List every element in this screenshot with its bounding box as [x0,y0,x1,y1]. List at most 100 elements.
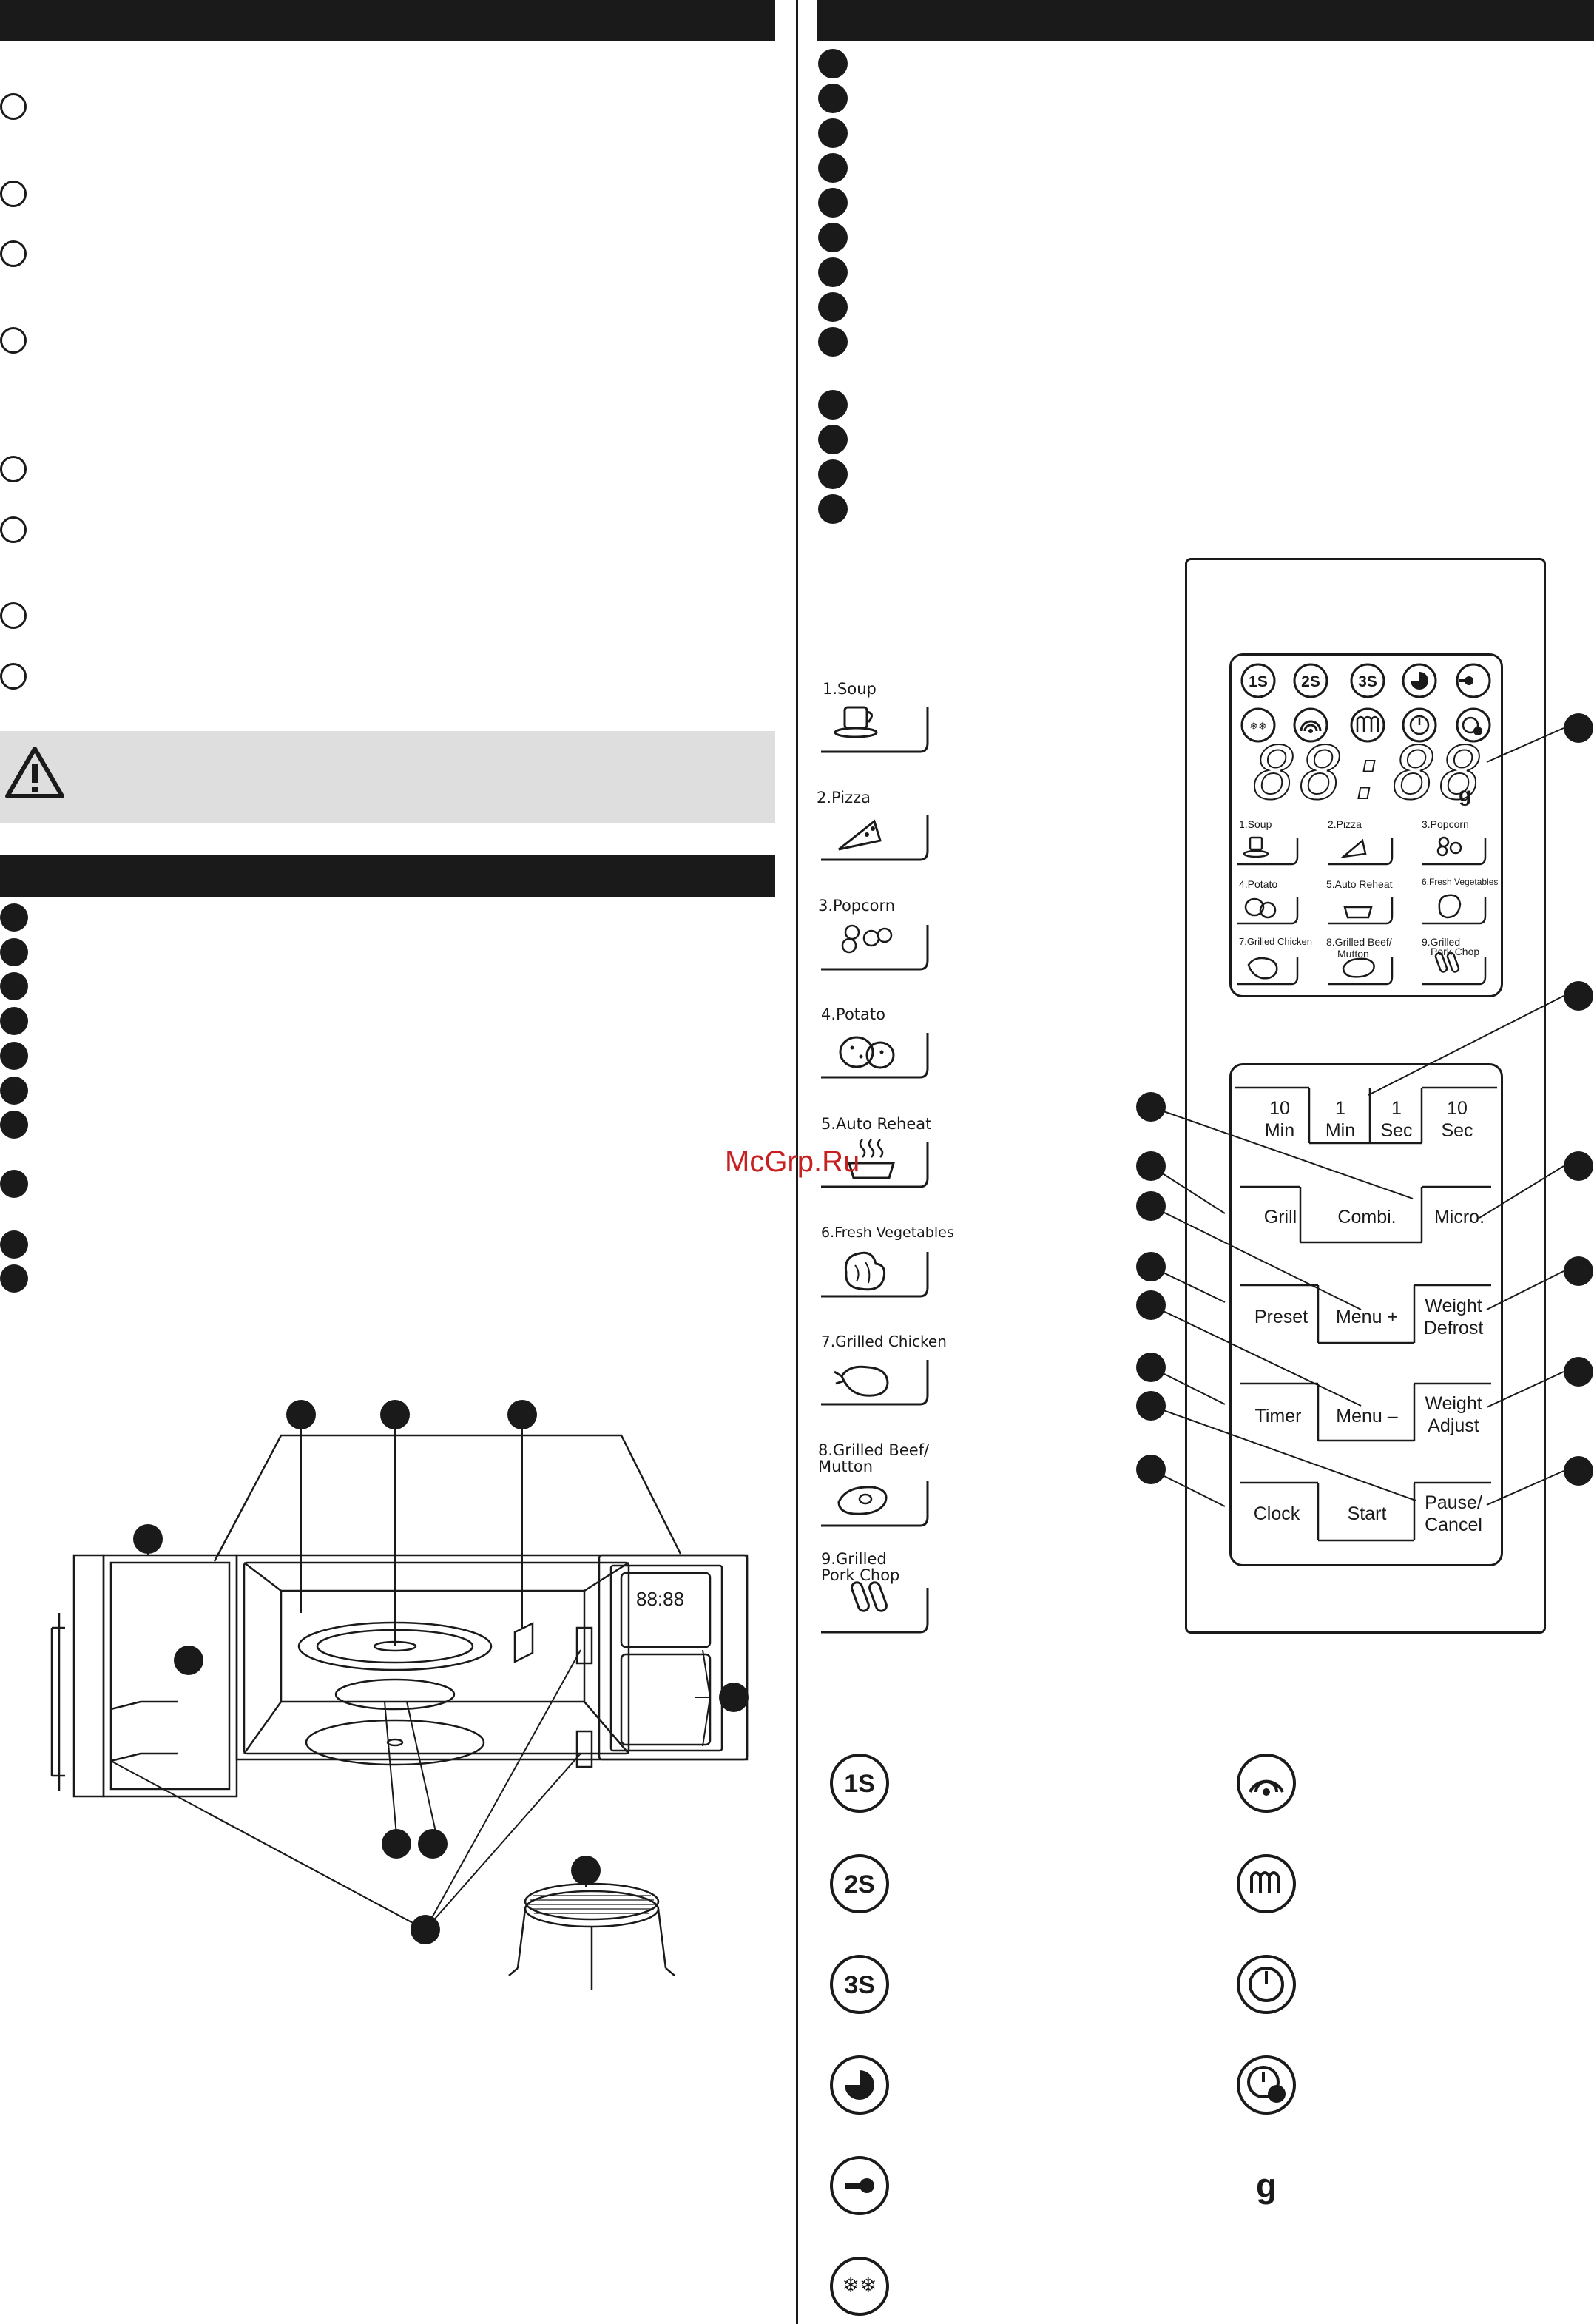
menu-item-label: 8.Grilled Beef/ Mutton [818,1441,930,1475]
preset-button[interactable]: Preset [1254,1307,1308,1327]
button-outlines [1235,1086,1497,1542]
ten-min-button[interactable]: 10 Min [1250,1097,1309,1142]
svg-text:2S: 2S [1301,673,1320,690]
start-button[interactable]: Start [1347,1503,1387,1524]
button-label: Weight [1425,1296,1482,1316]
button-label: Defrost [1423,1318,1484,1338]
display-menu-icons [1237,836,1487,986]
list-marker [0,240,27,267]
one-min-button[interactable]: 1 Min [1311,1097,1370,1142]
watermark: McGrp.Ru [725,1145,860,1178]
list-marker [0,181,27,207]
soup-cup-icon [821,706,929,753]
menu-item-label: 2.Pizza [817,789,871,806]
svg-text:❄❄: ❄❄ [842,2274,877,2297]
display-label: 6.Fresh Vegetables [1422,877,1499,887]
display-label: 9.Grilled [1422,936,1461,948]
display-label: 1.Soup [1239,818,1272,830]
button-label: Sec [1441,1120,1473,1141]
list-marker [0,1077,28,1105]
warning-triangle-icon [5,747,64,798]
display-label: Mutton [1337,948,1369,960]
micro-button[interactable]: Micro. [1433,1207,1485,1227]
button-label: Min [1264,1120,1295,1141]
panel-callouts [1136,713,1593,1507]
potato-icon [821,1033,929,1079]
svg-text:g: g [1256,2166,1277,2205]
button-label: Weight [1425,1393,1482,1414]
one-sec-button[interactable]: 1 Sec [1367,1097,1426,1142]
button-label: Min [1325,1120,1356,1141]
list-marker [818,425,848,454]
button-label: 10 [1447,1098,1468,1119]
button-label: Pause/ [1425,1492,1482,1513]
control-panel [1185,558,1546,1634]
right-header-bar [817,0,1594,41]
clock-button[interactable]: Clock [1253,1503,1300,1524]
display-digits: 88:88 [1252,736,1486,812]
menu-plus-button[interactable]: Menu + [1335,1307,1399,1327]
list-marker [0,456,27,482]
button-label: 1 [1391,1098,1402,1119]
button-area [1229,1063,1503,1566]
svg-text:2S: 2S [844,1870,875,1899]
weight-defrost-button[interactable]: Weight Defrost [1420,1295,1487,1339]
legend-right-icons: g [1237,1754,1296,2205]
menu-item-label: 9.Grilled Pork Chop [821,1550,900,1584]
list-marker [818,153,848,183]
grill-button[interactable]: Grill [1263,1207,1297,1227]
button-label: Cancel [1425,1515,1482,1535]
list-marker [818,459,848,489]
list-marker [818,494,848,524]
left-section-bar [0,855,775,897]
left-header-bar [0,0,775,41]
svg-text:❄❄: ❄❄ [1249,720,1266,732]
list-marker [0,1230,28,1259]
list-marker [0,327,27,354]
column-divider [796,0,798,2324]
list-marker [818,257,848,287]
list-marker [818,292,848,322]
button-label: 10 [1269,1098,1290,1119]
list-marker [0,1042,28,1070]
ten-sec-button[interactable]: 10 Sec [1428,1097,1487,1142]
steak-icon [821,1481,929,1527]
menu-minus-button[interactable]: Menu – [1336,1406,1398,1427]
display-label: 2.Pizza [1328,818,1362,830]
display-label: 8.Grilled Beef/ [1326,936,1392,948]
vegetables-icon [821,1251,929,1298]
list-marker [0,1264,28,1293]
display-icons-row: 1S 2S 3S ❄❄ [1240,663,1491,743]
combi-button[interactable]: Combi. [1337,1207,1397,1227]
svg-text:1S: 1S [1249,673,1268,690]
menu-item-label: 5.Auto Reheat [821,1115,932,1133]
list-marker [818,223,848,252]
warning-banner [0,731,775,823]
button-label: 1 [1335,1098,1345,1119]
list-marker [0,663,27,690]
pause-cancel-button[interactable]: Pause/ Cancel [1420,1492,1487,1536]
timer-button[interactable]: Timer [1254,1406,1302,1427]
list-marker [0,972,28,1000]
list-marker [818,390,848,420]
button-label: Adjust [1428,1415,1479,1436]
display-label: 5.Auto Reheat [1326,878,1393,890]
reheat-dish-icon [821,1139,929,1188]
list-marker [818,49,848,78]
weight-adjust-button[interactable]: Weight Adjust [1420,1392,1487,1437]
pizza-slice-icon [821,815,929,861]
list-marker [0,1170,28,1198]
lcd-display [1229,653,1503,997]
microwave-illustration: 88:88 [50,1400,749,1990]
menu-item-label: 3.Popcorn [818,897,896,915]
display-label: 4.Potato [1239,878,1278,890]
svg-text:3S: 3S [844,1971,875,1999]
svg-text:88:88: 88:88 [636,1588,684,1610]
legend-left-icons: 1S 2S 3S ❄❄ [830,1754,889,2316]
display-label: 7.Grilled Chicken [1239,936,1312,947]
list-marker [818,327,848,357]
list-marker [0,516,27,543]
list-marker [0,93,27,120]
menu-item-label: 4.Potato [821,1006,885,1023]
menu-item-label: 6.Fresh Vegetables [821,1225,954,1241]
